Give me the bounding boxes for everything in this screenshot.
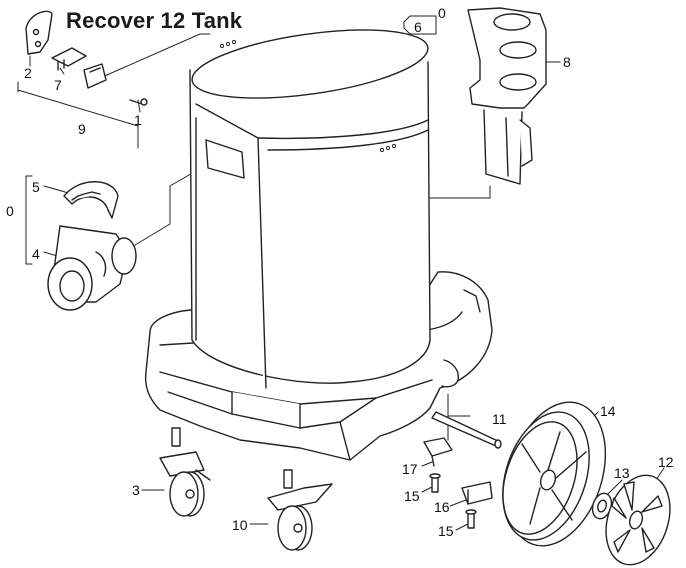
bracket-part-2 — [25, 10, 53, 55]
caster-part-10 — [267, 469, 333, 551]
leader-lines — [17, 15, 665, 531]
spring-part-7 — [51, 47, 87, 71]
callout-10: 10 — [232, 517, 248, 533]
latch-plate — [83, 63, 107, 89]
callout-15-b: 15 — [438, 523, 454, 539]
callout-4: 4 — [32, 246, 40, 262]
callout-8: 8 — [563, 54, 571, 70]
axle-part-11 — [431, 411, 502, 449]
callout-17: 17 — [402, 461, 418, 477]
bracket-part-16 — [461, 481, 493, 505]
callout-0-top: 0 — [438, 5, 446, 21]
hubcap-part-12 — [605, 474, 671, 566]
screw-part-1 — [129, 98, 148, 106]
callout-5: 5 — [32, 179, 40, 195]
screw-part-15a — [429, 473, 441, 493]
inlet-part-4 — [47, 225, 137, 311]
callout-12: 12 — [658, 454, 674, 470]
callout-11: 11 — [492, 411, 507, 427]
callout-0-left: 0 — [6, 203, 14, 219]
callout-16: 16 — [434, 499, 450, 515]
callout-14: 14 — [600, 403, 616, 419]
tank-cylinder — [189, 29, 431, 389]
holder-part-8 — [467, 7, 547, 185]
diagram-title: Recover 12 Tank — [66, 8, 243, 33]
callout-3: 3 — [132, 482, 140, 498]
clamp-part-5 — [63, 181, 119, 219]
washer-part-13 — [591, 492, 613, 520]
wheel-part-14 — [502, 401, 607, 547]
callout-7: 7 — [54, 77, 62, 93]
screw-part-15b — [465, 509, 477, 529]
callout-2: 2 — [24, 65, 32, 81]
callout-1: 1 — [134, 112, 142, 128]
callout-13: 13 — [614, 465, 630, 481]
callout-9: 9 — [78, 121, 86, 137]
bracket-part-17 — [423, 437, 453, 467]
callout-15-a: 15 — [404, 488, 420, 504]
caster-part-3 — [159, 427, 211, 517]
callout-6: 6 — [414, 19, 422, 35]
